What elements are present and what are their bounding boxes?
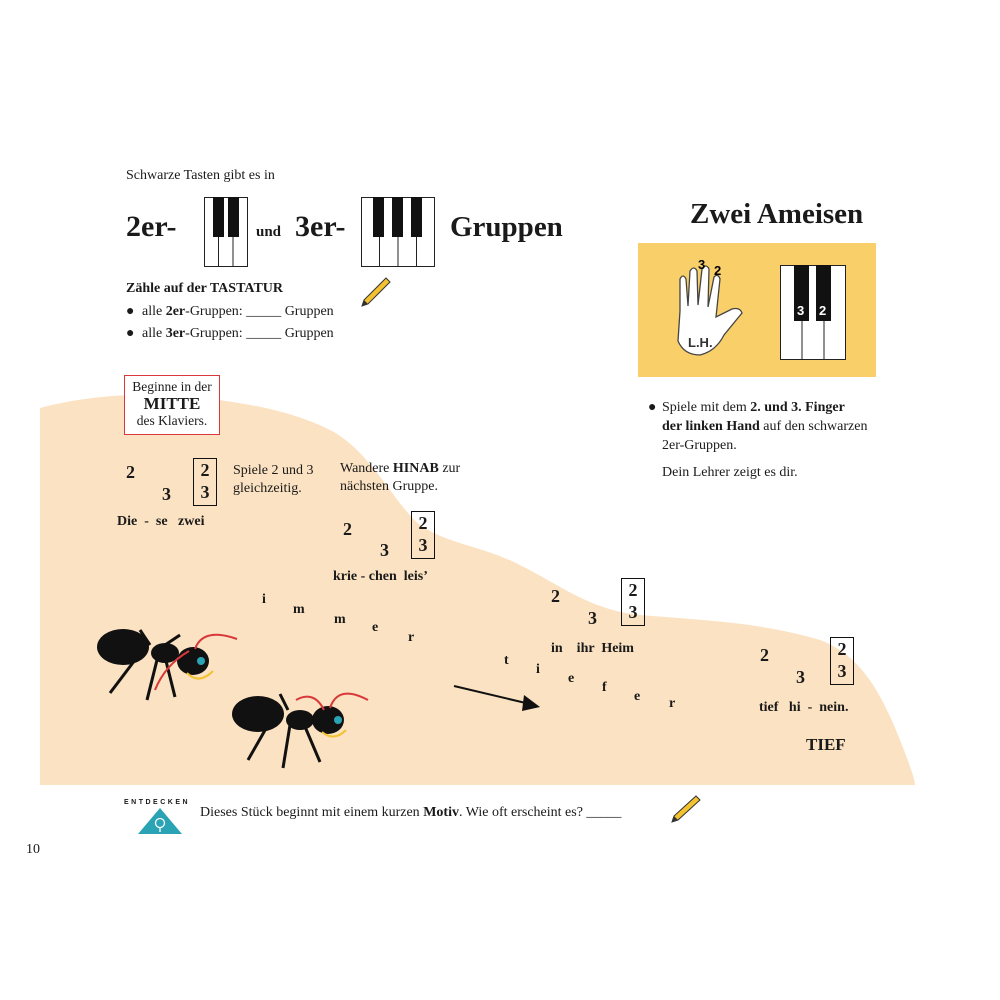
lyric-line-1: Die - se zwei	[117, 514, 205, 529]
lyric-letter: f	[602, 680, 607, 695]
lyric-line-2: krie - chen leis’	[333, 569, 428, 584]
finger-2-label: 2	[714, 263, 721, 278]
ant-icon	[232, 692, 369, 769]
two-group-label: 2er-	[126, 210, 177, 243]
note-3: 3	[162, 484, 171, 504]
lightbulb-triangle-icon	[138, 808, 182, 834]
discover-label: ENTDECKEN	[124, 799, 191, 806]
page-number: 10	[26, 842, 40, 857]
key-3-label: 3	[797, 303, 804, 318]
pencil-icon	[671, 795, 701, 823]
lyric-letter: e	[372, 620, 379, 635]
teacher-note: Dein Lehrer zeigt es dir.	[662, 465, 798, 480]
bullet-dot: ●	[126, 326, 135, 341]
direction-arrow-icon	[453, 685, 540, 711]
bullet-dot: ●	[126, 304, 135, 319]
lyric-letter: t	[504, 653, 509, 668]
two-keys-fingering-icon: 3 2	[780, 265, 846, 360]
start-middle-box: Beginne in der MITTE des Klaviers.	[124, 375, 220, 435]
pencil-icon	[361, 277, 391, 307]
note-3: 3	[588, 608, 597, 628]
lyric-letter: i	[262, 592, 266, 607]
two-black-keys-icon	[204, 197, 248, 267]
lyric-letter: i	[536, 662, 540, 677]
und-text: und	[256, 224, 282, 240]
discover-question: Dieses Stück beginnt mit einem kurzen Mo…	[200, 805, 622, 820]
hand-position-box: 3 2 L.H. 3 2	[638, 243, 876, 377]
count-item-2er: ●alle 2er-Gruppen: _____ Gruppen	[126, 304, 334, 319]
intro-text: Schwarze Tasten gibt es in	[126, 168, 275, 183]
lyric-letter: m	[334, 612, 346, 627]
groups-label: Gruppen	[450, 211, 563, 243]
lyric-line-3: in ihr Heim	[551, 641, 634, 656]
lyric-letter: e	[568, 671, 575, 686]
tief-marking: TIEF	[806, 735, 846, 754]
lyric-letter: r	[669, 696, 676, 711]
piece-title: Zwei Ameisen	[690, 198, 864, 230]
lyric-letter: r	[408, 630, 415, 645]
count-item-3er: ●alle 3er-Gruppen: _____ Gruppen	[126, 326, 334, 341]
three-black-keys-icon	[361, 197, 435, 267]
bullet-dot: ●	[648, 400, 657, 415]
lyric-letter: m	[293, 602, 305, 617]
hand-label: L.H.	[688, 335, 713, 350]
key-2-label: 2	[819, 303, 826, 318]
note-2: 2	[343, 519, 352, 539]
note-3: 3	[796, 667, 805, 687]
play-instructions: ● Spiele mit dem 2. und 3. Finger der li…	[648, 398, 898, 482]
finger-3-label: 3	[698, 257, 705, 272]
note-3: 3	[380, 540, 389, 560]
lyric-letter: e	[634, 689, 641, 704]
note-2: 2	[760, 645, 769, 665]
count-title: Zähle auf der TASTATUR	[126, 281, 284, 296]
note-2: 2	[126, 462, 135, 482]
lyric-line-4: tief hi - nein.	[759, 700, 849, 715]
left-hand-icon: 3 2 L.H.	[677, 257, 743, 356]
note-2: 2	[551, 586, 560, 606]
three-group-label: 3er-	[295, 210, 346, 243]
ant-icon	[97, 629, 238, 701]
